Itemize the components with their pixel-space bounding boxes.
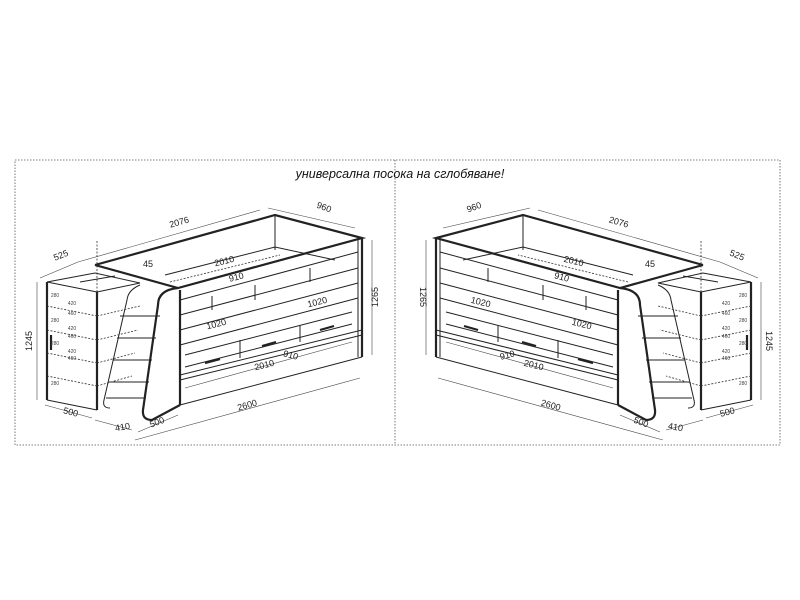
shelf-dimension-label: 460 (722, 356, 731, 362)
shelf-dimension-label: 280 (739, 341, 748, 347)
dimension-shelf-depth: 525 (52, 248, 70, 263)
shelf-dimension-label: 420 (68, 349, 77, 355)
shelf-dimension-label: 280 (739, 381, 748, 387)
dimension-shelf-depth: 525 (728, 248, 746, 263)
shelf-dimension-label: 280 (739, 318, 748, 324)
dimension-length-top: 2076 (168, 215, 190, 230)
assembly-direction-note: универсална посока на сглобяване! (295, 167, 505, 181)
shelf-dimension-label: 280 (51, 293, 60, 299)
bed-drawing-left (35, 206, 374, 442)
dimension-angle: 45 (645, 259, 655, 269)
dimension-overall-length: 2600 (236, 398, 258, 413)
dimension-drawer-910-top: 910 (228, 270, 245, 283)
dimension-drawer-910-bottom: 910 (499, 348, 516, 361)
dimension-bed-height: 1265 (418, 287, 428, 307)
dimension-drawer-1020-right: 1020 (306, 295, 328, 310)
shelf-dimension-label: 420 (68, 301, 77, 307)
diagram-frame (14, 159, 781, 446)
dimension-drawer-1020-left: 1020 (571, 317, 593, 332)
shelf-dimension-label: 420 (722, 326, 731, 332)
shelf-dimension-label: 420 (722, 301, 731, 307)
dimension-drawer-1020-left: 1020 (205, 317, 227, 332)
dimension-drawer-910-bottom: 910 (282, 348, 299, 361)
dimension-bed-height: 1265 (370, 287, 380, 307)
dimension-drawer-910-top: 910 (553, 270, 570, 283)
dimension-length-top: 2076 (608, 215, 630, 230)
dimension-inner-length-top: 2010 (563, 254, 585, 269)
dimension-ladder-width: 410 (114, 421, 131, 433)
dimension-depth: 960 (315, 200, 333, 215)
dimension-overall-length: 2600 (540, 398, 562, 413)
dimension-inner-length-bottom: 2010 (253, 358, 275, 373)
dimension-shelf-width: 500 (62, 405, 79, 418)
dimension-ladder-base: 500 (632, 415, 650, 430)
shelf-dimension-label: 420 (68, 326, 77, 332)
shelf-dimension-label: 460 (722, 311, 731, 317)
dimension-shelf-width: 500 (719, 405, 736, 418)
dimension-inner-length-top: 2010 (213, 254, 235, 269)
dimension-labels-right: 2076960525452010910102010209102010260012… (418, 200, 774, 433)
shelf-dimension-label: 460 (68, 311, 77, 317)
dimension-ladder-width: 410 (667, 421, 684, 433)
shelf-dimension-label: 460 (722, 334, 731, 340)
shelf-dimension-label: 280 (51, 318, 60, 324)
bed-drawing-right (424, 206, 763, 442)
dimension-angle: 45 (143, 259, 153, 269)
dimension-ladder-base: 500 (148, 415, 166, 430)
shelf-dimension-label: 460 (68, 334, 77, 340)
dimension-depth: 960 (465, 200, 483, 215)
shelf-dimension-label: 280 (51, 381, 60, 387)
shelf-dimension-label: 420 (722, 349, 731, 355)
shelf-dimension-label: 460 (68, 356, 77, 362)
dimension-shelf-height: 1245 (24, 331, 34, 351)
dimension-drawer-1020-right: 1020 (470, 295, 492, 310)
dimension-inner-length-bottom: 2010 (523, 358, 545, 373)
shelf-dimension-label: 280 (739, 293, 748, 299)
shelf-dimension-label: 280 (51, 341, 60, 347)
dimension-shelf-height: 1245 (764, 331, 774, 351)
